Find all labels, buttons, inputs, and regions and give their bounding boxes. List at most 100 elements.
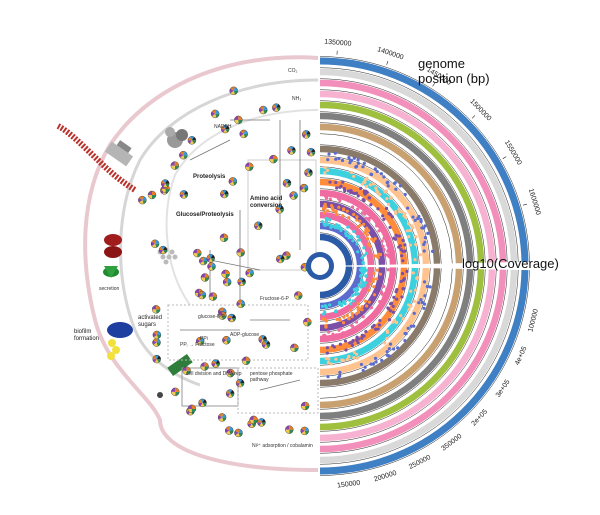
enzyme-pie-outline: [222, 277, 232, 287]
enzyme-pie-slice: [229, 317, 234, 322]
coverage-point: [356, 234, 360, 239]
coverage-tick-label: 250000: [408, 454, 432, 471]
enzyme-pie-slice: [304, 188, 309, 192]
coverage-point: [375, 169, 379, 174]
enzyme-pie-slice: [276, 255, 281, 260]
enzyme-pie-outline: [304, 168, 313, 177]
enzyme-pie-slice: [175, 391, 180, 396]
enzyme-pie-slice: [230, 393, 235, 397]
enzyme-pie-glyph: [275, 205, 284, 214]
enzyme-pie-slice: [279, 209, 284, 213]
enzyme-pie-slice: [223, 129, 228, 134]
enzyme-pie-outline: [245, 268, 254, 278]
center-hole: [311, 257, 329, 275]
enzyme-pie-glyph: [249, 415, 258, 425]
enzyme-pie-slice: [183, 194, 188, 198]
genome-tick-label: 1400000: [376, 46, 404, 61]
enzyme-pie-slice: [228, 393, 233, 398]
enzyme-pie-slice: [211, 363, 216, 368]
enzyme-pie-slice: [236, 248, 241, 253]
coverage-point: [423, 294, 427, 298]
enzyme-pie-slice: [204, 362, 209, 367]
coverage-point: [371, 239, 376, 243]
enzyme-pie-slice: [304, 172, 309, 177]
activated-sugars-label-line2: sugars: [138, 322, 156, 328]
enzyme-pie-slice: [306, 130, 311, 135]
coverage-point: [357, 310, 361, 314]
enzyme-pie-slice: [210, 258, 215, 262]
coverage-point: [352, 174, 356, 179]
enzyme-pie-slice: [284, 183, 289, 188]
enzyme-pie-glyph: [195, 336, 205, 346]
enzyme-pie-slice: [156, 342, 161, 347]
enzyme-pie-slice: [240, 248, 245, 253]
coverage-point: [385, 287, 389, 291]
coverage-point: [364, 281, 368, 285]
coverage-point: [361, 260, 365, 265]
enzyme-pie-slice: [304, 427, 309, 431]
enzyme-pie-outline: [272, 103, 281, 112]
enzyme-pie-slice: [245, 166, 250, 171]
coverage-point: [323, 165, 327, 170]
pilus-structure: [56, 123, 137, 193]
enzyme-pie-slice: [251, 423, 256, 428]
enzyme-pie-slice: [238, 119, 243, 124]
coverage-point: [408, 303, 412, 308]
genome-tick-mark: [523, 203, 528, 206]
enzyme-pie-outline: [269, 154, 278, 164]
pentose-phosphate-box: [237, 367, 319, 414]
coverage-point: [423, 240, 427, 244]
coverage-point: [387, 307, 391, 311]
enzyme-pie-slice: [311, 148, 316, 153]
coverage-point: [367, 288, 371, 292]
enzyme-pie-slice: [161, 180, 166, 184]
enzyme-pie-outline: [234, 428, 243, 438]
coverage-point: [397, 234, 402, 238]
enzyme-pie-slice: [211, 360, 216, 364]
coverage-ring-lower: [319, 269, 496, 442]
enzyme-pie-slice: [308, 172, 313, 177]
coverage-point: [329, 362, 333, 366]
enzyme-pie-slice: [171, 391, 176, 396]
enzyme-pie-slice: [301, 401, 306, 406]
coverage-point: [333, 151, 337, 155]
coverage-point: [419, 298, 423, 302]
enzyme-pie-slice: [240, 133, 245, 138]
enzyme-pie-slice: [225, 428, 230, 433]
enzyme-pie-slice: [213, 363, 218, 368]
coverage-point: [387, 347, 391, 351]
enzyme-pie-glyph: [152, 354, 161, 364]
enzyme-pie-slice: [210, 254, 215, 259]
coverage-point: [347, 216, 351, 220]
enzyme-pie-slice: [222, 413, 227, 418]
coverage-point: [348, 298, 352, 302]
coverage-point: [401, 249, 405, 254]
enzyme-pie-slice: [198, 295, 204, 300]
enzyme-pie-outline: [294, 291, 303, 300]
coverage-point: [328, 193, 333, 197]
coverage-point: [338, 317, 342, 322]
enzyme-pie-slice: [232, 181, 237, 186]
enzyme-pie-slice: [186, 370, 191, 375]
enzyme-pie-slice: [197, 253, 202, 258]
coverage-point: [371, 279, 375, 284]
enzyme-pie-slice: [152, 340, 157, 345]
coverage-point: [387, 277, 392, 281]
coverage-point: [367, 196, 372, 200]
coverage-point: [384, 253, 388, 257]
enzyme-pie-slice: [208, 254, 213, 259]
coverage-point: [386, 237, 390, 242]
enzyme-pie-slice: [249, 419, 254, 424]
enzyme-pie-slice: [163, 179, 168, 184]
coverage-point: [349, 170, 354, 175]
enzyme-pie-glyph: [282, 178, 292, 188]
enzyme-pie-glyph: [287, 146, 296, 155]
enzyme-pie-slice: [227, 314, 232, 318]
enzyme-pie-glyph: [218, 311, 227, 320]
coverage-point: [386, 180, 390, 184]
amino-acid-label-line2: conversion: [250, 203, 282, 209]
enzyme-pie-slice: [153, 342, 158, 347]
coverage-point: [328, 303, 332, 307]
enzyme-pie-slice: [294, 347, 299, 352]
coverage-point: [382, 284, 386, 289]
